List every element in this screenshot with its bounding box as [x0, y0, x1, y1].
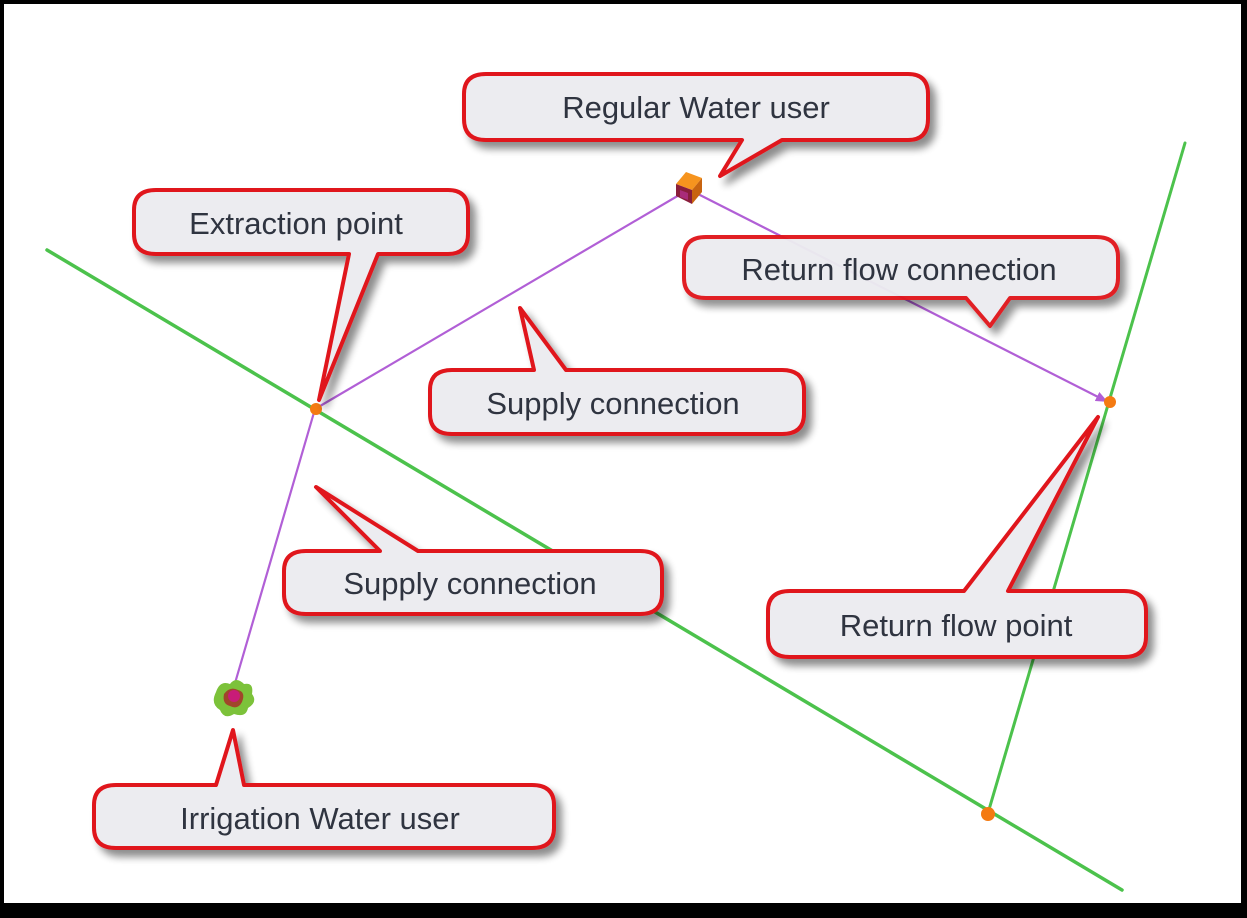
callout-label: Return flow point	[840, 608, 1073, 643]
water-network-diagram: Regular Water user Extraction point Retu…	[45, 72, 1187, 892]
callout-regular-water-user	[462, 72, 930, 178]
river-tributary	[986, 141, 1187, 815]
confluence-node[interactable]	[981, 807, 995, 821]
callout-label: Return flow connection	[741, 252, 1056, 287]
callout-return-flow-connection	[682, 235, 1120, 328]
supply-connection-to-irrigation-user[interactable]	[231, 408, 317, 691]
crop-field-icon[interactable]	[213, 680, 255, 717]
callout-label: Supply connection	[486, 386, 739, 421]
house-icon[interactable]	[676, 172, 702, 204]
callout-label: Regular Water user	[562, 90, 830, 125]
callout-label: Supply connection	[343, 566, 596, 601]
extraction-point-node[interactable]	[310, 403, 322, 415]
callout-return-flow-point	[766, 415, 1148, 659]
callout-extraction-point	[132, 188, 470, 402]
callout-label: Irrigation Water user	[180, 801, 460, 836]
supply-connection-to-regular-user[interactable]	[314, 190, 687, 410]
diagram-frame: Regular Water user Extraction point Retu…	[4, 4, 1241, 903]
callout-label: Extraction point	[189, 206, 403, 241]
callout-supply-connection-lower	[282, 485, 664, 616]
callout-irrigation-water-user	[92, 728, 556, 850]
callout-supply-connection-upper	[428, 306, 806, 436]
return-flow-point-node[interactable]	[1104, 396, 1116, 408]
